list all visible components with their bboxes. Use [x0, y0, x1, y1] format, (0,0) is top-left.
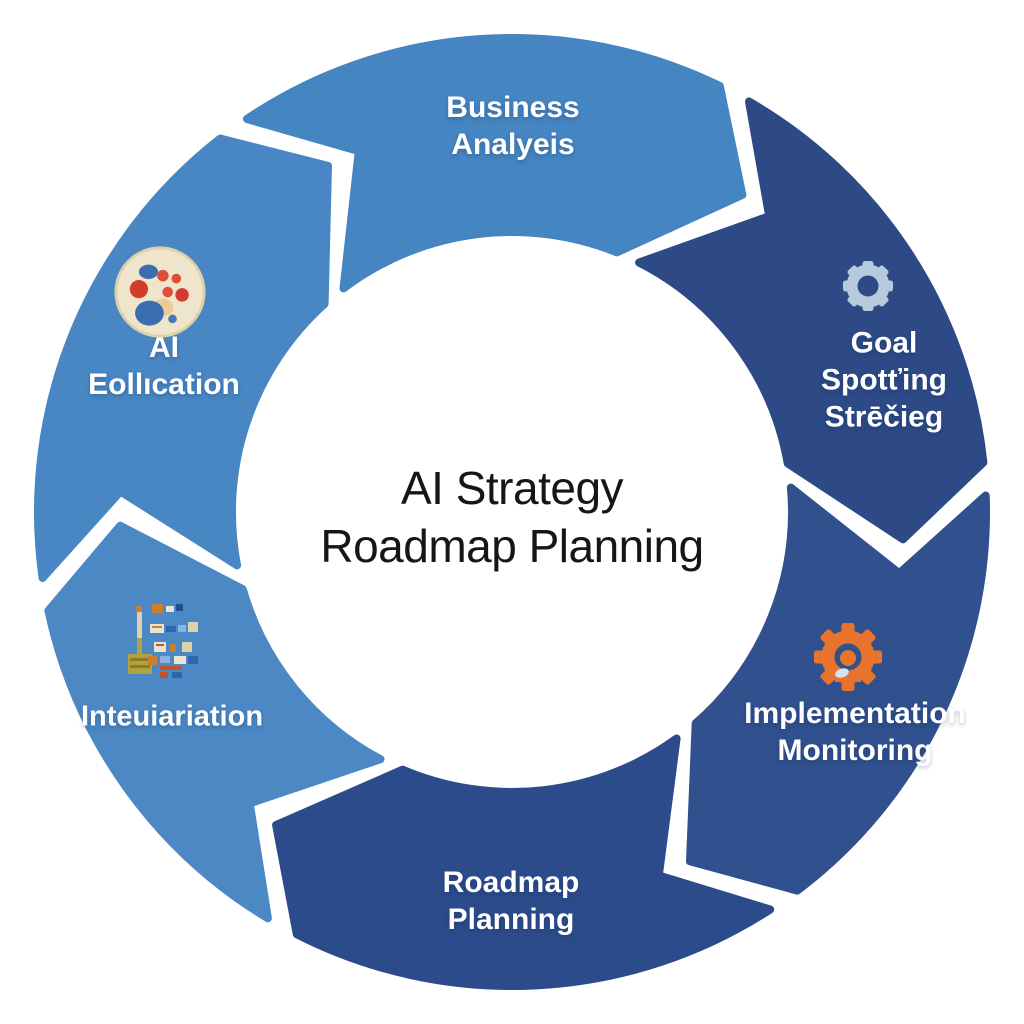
segment-label-implementation-monitoring: Implementation Monitoring [744, 697, 966, 767]
segment-implementation-monitoring [686, 483, 990, 895]
diagram-title: AI Strategy Roadmap Planning [320, 459, 704, 575]
orange-gear-person-icon [814, 623, 882, 691]
gear-icon [843, 261, 893, 311]
pixel-flowchart-icon [128, 604, 198, 678]
segment-label-ai-education: AI Eollıcation [88, 331, 240, 401]
segment-label-integration: Inteuiariation [80, 700, 264, 733]
petri-dish-icon [114, 246, 206, 338]
segment-label-goal-spotting-strategy: Goal Spotťing Strēčieg [820, 326, 948, 434]
segment-roadmap-planning [272, 734, 775, 990]
segment-label-roadmap-planning: Roadmap Planning [442, 866, 580, 936]
diagram-title-line1: AI Strategy [400, 462, 624, 514]
segment-business-analysis [242, 33, 747, 293]
segment-integration [44, 521, 385, 923]
segment-label-business-analysis: Business Analyeis [446, 91, 580, 161]
diagram-title-line2: Roadmap Planning [320, 520, 704, 572]
segment-goal-spotting-strategy [635, 97, 988, 544]
segment-ai-education [34, 134, 332, 582]
segments-group [34, 33, 990, 990]
